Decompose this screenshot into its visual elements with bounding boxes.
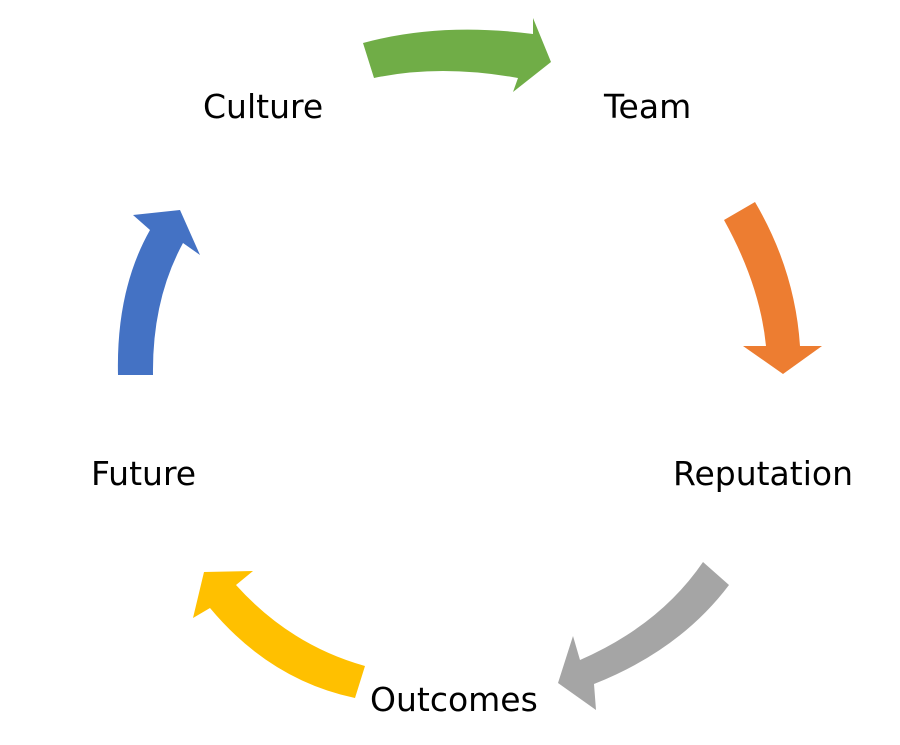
node-label-future: Future — [91, 454, 197, 493]
arrow-future-to-culture — [117, 210, 200, 375]
node-label-reputation: Reputation — [673, 454, 853, 493]
node-label-outcomes: Outcomes — [370, 680, 538, 719]
arrow-outcomes-to-future — [193, 571, 365, 698]
node-label-team: Team — [604, 87, 692, 126]
node-label-culture: Culture — [203, 87, 324, 126]
arrow-team-to-reputation — [724, 202, 822, 374]
arrow-culture-to-team — [363, 18, 551, 92]
arrow-reputation-to-outcomes — [558, 562, 729, 710]
